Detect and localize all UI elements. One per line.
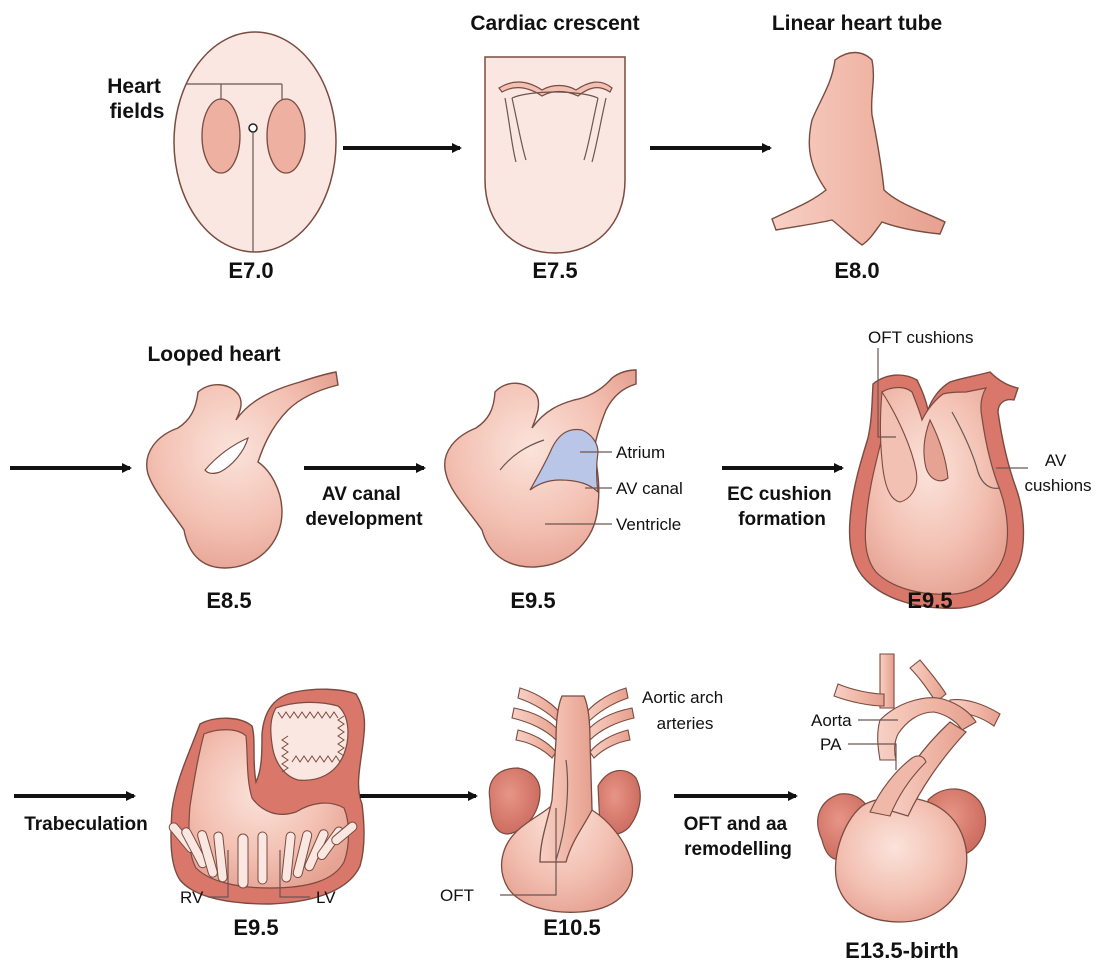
ventricle-label: Ventricle [616,515,681,534]
heart-fields-label: Heart fields [107,75,167,123]
stage-label-e9-5-b: E9.5 [907,588,952,613]
stage-label-e8-0: E8.0 [834,258,879,283]
stage-label-e7-5: E7.5 [532,258,577,283]
lv-label: LV [316,888,336,907]
av-canal-development-label: AV canal development [305,484,423,530]
rv-label: RV [180,888,204,907]
linear-heart-tube [772,53,945,246]
heart-e10-5 [489,688,640,912]
ec-cushion-formation-label: EC cushion formation [727,484,837,530]
av-canal-label: AV canal [616,479,683,498]
pa-label: PA [820,735,842,754]
stage-label-e13-5-birth: E13.5-birth [845,938,959,963]
av-cushions-label: AV cushions [1024,451,1091,495]
trabeculation-label: Trabeculation [24,814,148,835]
aorta-label: Aorta [811,711,852,730]
stage-label-e8-5: E8.5 [206,588,251,613]
stage-label-e9-5-c: E9.5 [233,915,278,940]
cardiac-crescent-title: Cardiac crescent [470,12,639,35]
stage-label-e10-5: E10.5 [543,915,601,940]
oft-label: OFT [440,886,474,905]
heart-e13-5-birth [818,654,1000,922]
oft-aa-remodelling-label: OFT and aa remodelling [684,814,793,860]
embryo-e7-0 [174,32,336,252]
aortic-arch-label: Aortic arch arteries [642,688,728,733]
linear-heart-tube-title: Linear heart tube [772,12,942,35]
heart-e9-5-trabeculation [167,689,364,904]
heart-e9-5-av-canal [445,370,636,567]
atrium-label: Atrium [616,443,665,462]
stage-label-e9-5-a: E9.5 [510,588,555,613]
oft-cushions-label: OFT cushions [868,328,974,347]
stage-label-e7-0: E7.0 [228,258,273,283]
heart-e9-5-cushions [850,372,1024,608]
looped-heart-title: Looped heart [147,343,280,366]
cardiac-crescent-embryo [485,57,625,253]
